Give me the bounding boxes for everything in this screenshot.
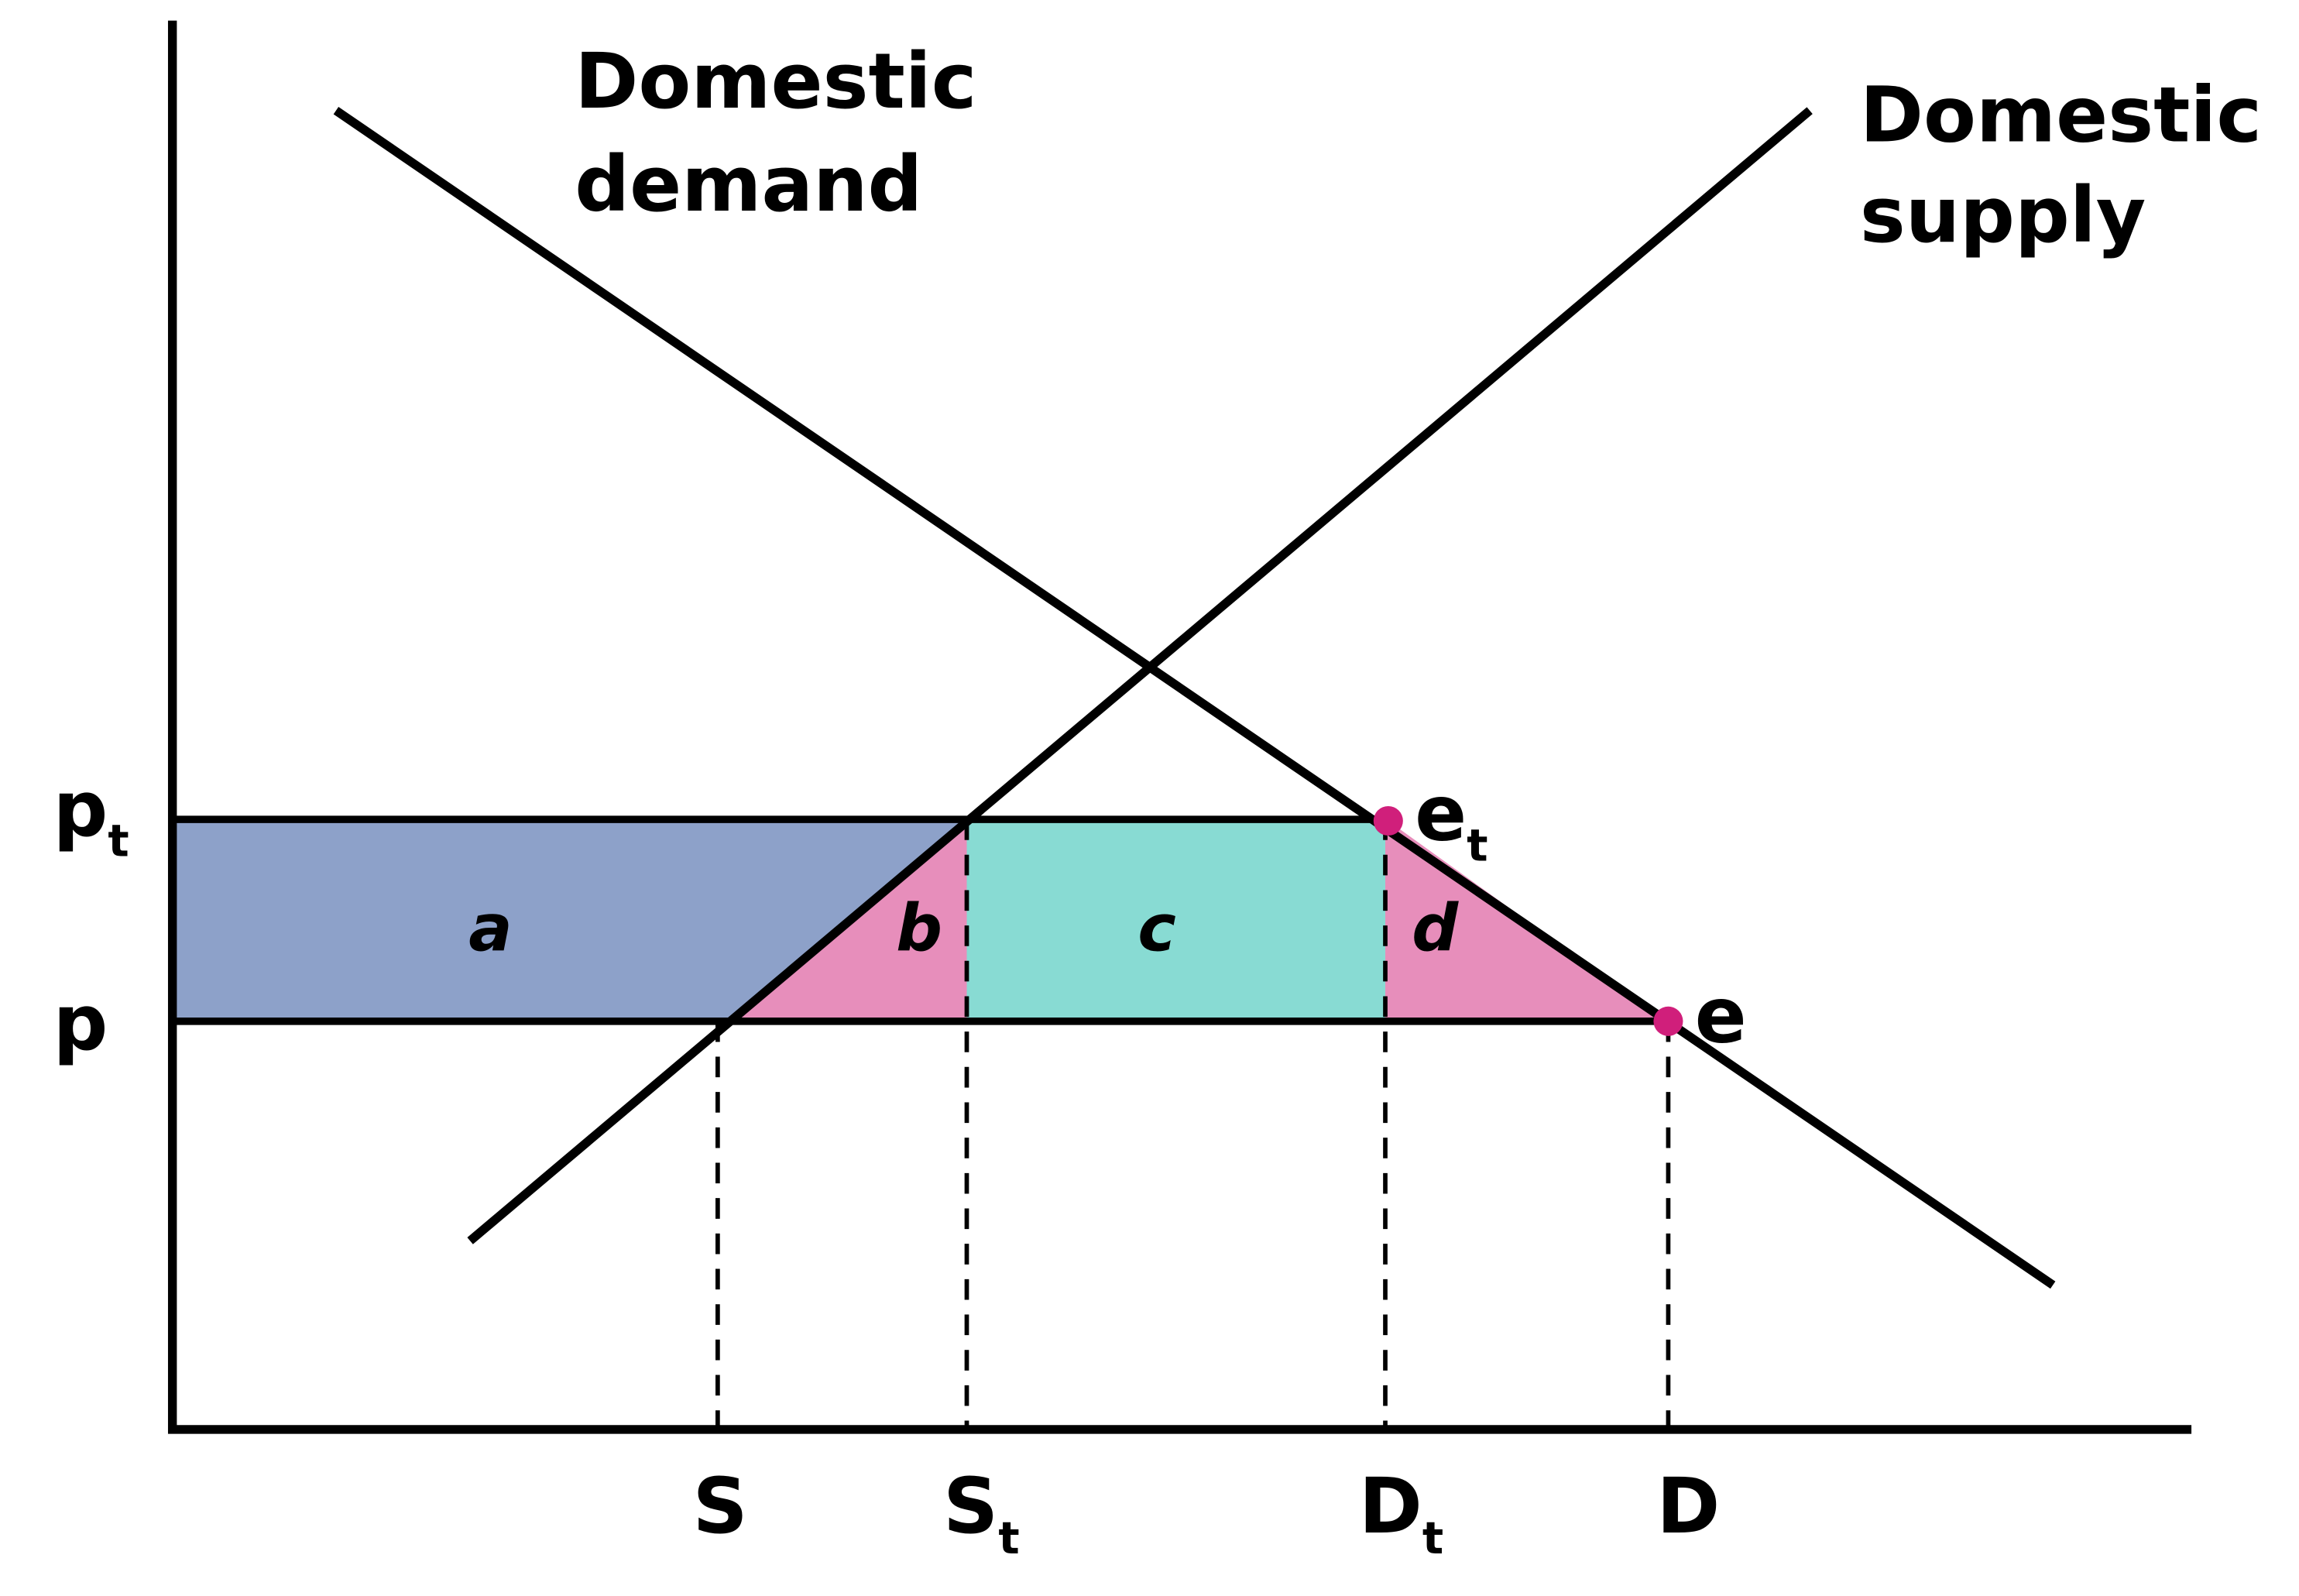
area-a-label: a — [468, 890, 513, 966]
qty-Dt-label: Dt — [1359, 1462, 1443, 1564]
qty-S-label: S — [693, 1462, 748, 1551]
demand-label-line2: demand — [575, 140, 922, 229]
point-e-label: e — [1695, 971, 1747, 1060]
area-c-tariff-revenue — [966, 819, 1386, 1021]
point-e — [1653, 1006, 1683, 1036]
area-d-label: d — [1412, 890, 1459, 966]
price-world-label: p — [53, 979, 108, 1068]
demand-label-line1: Domestic — [575, 37, 976, 126]
demand-curve — [333, 107, 2056, 1289]
qty-D-label: D — [1656, 1462, 1720, 1551]
supply-label-line2: supply — [1860, 171, 2146, 260]
point-et — [1373, 805, 1403, 836]
point-et-label: et — [1415, 770, 1487, 872]
supply-label-line1: Domestic — [1860, 71, 2262, 160]
axes — [167, 20, 2192, 1434]
area-b-label: b — [896, 890, 942, 966]
qty-St-label: St — [943, 1462, 1020, 1564]
price-tariff-label: pt — [53, 765, 129, 867]
area-c-label: c — [1137, 890, 1176, 966]
area-a-consumer-loss — [172, 819, 970, 1021]
supply-curve — [467, 107, 1813, 1244]
